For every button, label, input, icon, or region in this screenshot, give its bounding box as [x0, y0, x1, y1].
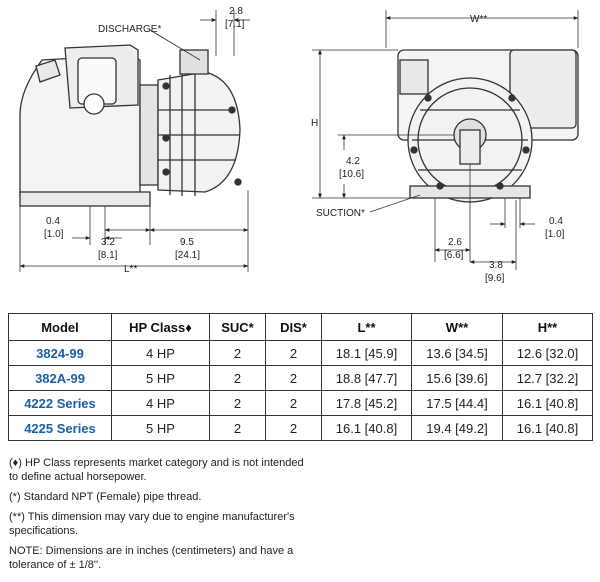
dim-front-right-in: 0.4 [549, 216, 563, 227]
table-row: 382A-99 5 HP 2 2 18.8 [47.7] 15.6 [39.6]… [8, 365, 593, 391]
hp-cell: 5 HP [111, 415, 210, 441]
spec-table: Model HP Class♦ SUC* DIS* L** W** H** 38… [8, 313, 593, 441]
header-suc: SUC* [209, 313, 266, 341]
dim-top-in: 2.8 [229, 6, 243, 17]
suc-cell: 2 [209, 390, 266, 416]
l-cell: 18.1 [45.9] [321, 340, 412, 366]
dis-cell: 2 [265, 365, 322, 391]
header-w: W** [411, 313, 503, 341]
suc-cell: 2 [209, 415, 266, 441]
hp-cell: 5 HP [111, 365, 210, 391]
note-tolerance: NOTE: Dimensions are in inches (centimet… [9, 545, 294, 571]
model-cell: 3824-99 [8, 340, 112, 366]
model-cell: 4225 Series [8, 415, 112, 441]
note-npt-thread: (*) Standard NPT (Female) pipe thread. [9, 491, 202, 503]
dim-height-in: 4.2 [346, 156, 360, 167]
dim-right-in: 9.5 [180, 237, 194, 248]
h-cell: 12.7 [32.2] [502, 365, 593, 391]
table-row: 3824-99 4 HP 2 2 18.1 [45.9] 13.6 [34.5]… [8, 340, 593, 366]
dim-mid-in: 3.2 [101, 237, 115, 248]
w-cell: 15.6 [39.6] [411, 365, 503, 391]
table-row: 4222 Series 4 HP 2 2 17.8 [45.2] 17.5 [4… [8, 390, 593, 416]
front-view-pump [397, 49, 579, 203]
l-cell: 17.8 [45.2] [321, 390, 412, 416]
w-cell: 13.6 [34.5] [411, 340, 503, 366]
header-h: H** [502, 313, 593, 341]
dim-front-mid-cm: [6.6] [444, 250, 464, 261]
model-cell: 4222 Series [8, 390, 112, 416]
dim-front-right-cm: [1.0] [545, 229, 565, 240]
dimension-drawing: DISCHARGE* 2.8 [7.1] 0.4 [1.0] 3.2 [8.1]… [19, 6, 579, 284]
header-hp-class: HP Class♦ [111, 313, 210, 341]
l-cell: 18.8 [47.7] [321, 365, 412, 391]
dim-front-bottom-in: 3.8 [489, 260, 503, 271]
suc-cell: 2 [209, 340, 266, 366]
length-label: L** [124, 264, 137, 275]
dis-cell: 2 [265, 415, 322, 441]
model-cell: 382A-99 [8, 365, 112, 391]
suction-label: SUCTION* [316, 208, 365, 219]
h-cell: 16.1 [40.8] [502, 390, 593, 416]
table-row: 4225 Series 5 HP 2 2 16.1 [40.8] 19.4 [4… [8, 415, 593, 441]
hp-cell: 4 HP [111, 340, 210, 366]
header-model: Model [8, 313, 112, 341]
dis-cell: 2 [265, 340, 322, 366]
dim-mid-cm: [8.1] [98, 250, 118, 261]
dis-cell: 2 [265, 390, 322, 416]
dim-left-cm: [1.0] [44, 229, 64, 240]
suc-cell: 2 [209, 365, 266, 391]
dim-height-cm: [10.6] [339, 169, 364, 180]
w-cell: 19.4 [49.2] [411, 415, 503, 441]
dim-front-mid-in: 2.6 [448, 237, 462, 248]
dim-front-bottom-cm: [9.6] [485, 273, 505, 284]
dim-top-cm: [7.1] [225, 19, 245, 30]
header-l: L** [321, 313, 412, 341]
dim-left-in: 0.4 [46, 216, 60, 227]
side-view-pump [19, 44, 242, 207]
height-label: H [311, 118, 318, 129]
discharge-label: DISCHARGE* [98, 24, 161, 35]
note-hp-class: (♦) HP Class represents market category … [9, 457, 304, 483]
width-label: W** [470, 14, 487, 25]
table-header-row: Model HP Class♦ SUC* DIS* L** W** H** [8, 313, 593, 341]
hp-cell: 4 HP [111, 390, 210, 416]
l-cell: 16.1 [40.8] [321, 415, 412, 441]
w-cell: 17.5 [44.4] [411, 390, 503, 416]
h-cell: 12.6 [32.0] [502, 340, 593, 366]
note-engine-dimension: (**) This dimension may vary due to engi… [9, 511, 295, 537]
footnotes: (♦) HP Class represents market category … [9, 456, 309, 578]
h-cell: 16.1 [40.8] [502, 415, 593, 441]
header-dis: DIS* [265, 313, 322, 341]
dim-right-cm: [24.1] [175, 250, 200, 261]
